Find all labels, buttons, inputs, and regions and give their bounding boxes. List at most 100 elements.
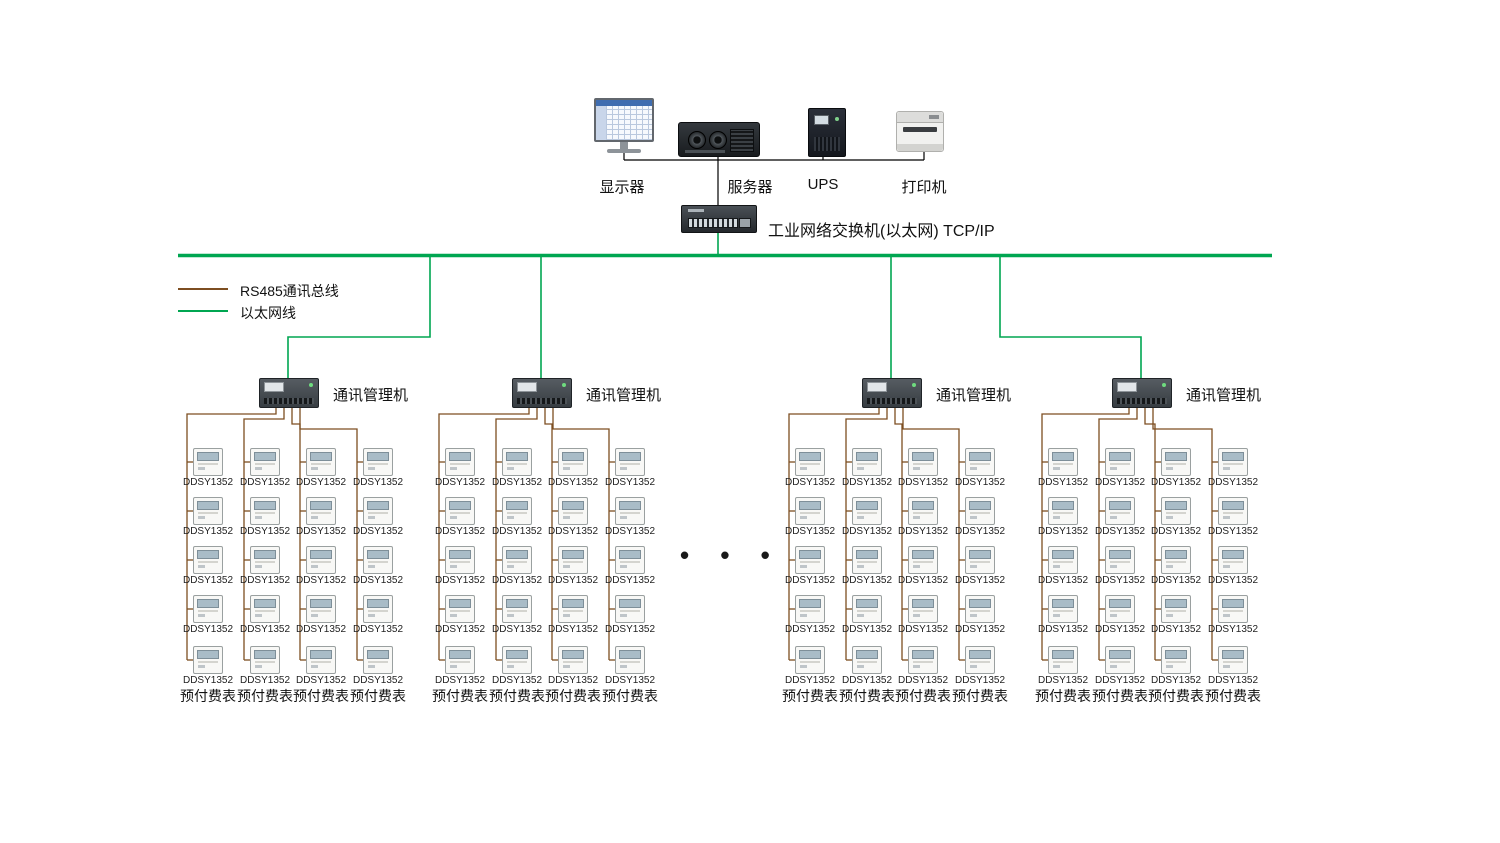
meter-lcd: [1109, 501, 1131, 510]
gateway-led: [1162, 383, 1166, 387]
meter-detail: [255, 512, 275, 514]
meter-model-label: DDSY1352: [295, 675, 347, 686]
meter-button: [563, 516, 570, 519]
meter-device: [908, 546, 938, 574]
meter-device: [852, 595, 882, 623]
meter-lcd: [254, 650, 276, 659]
meter-model-label: DDSY1352: [1150, 575, 1202, 586]
meter-model-label: DDSY1352: [897, 477, 949, 488]
meter-device: [795, 595, 825, 623]
meter-model-label: DDSY1352: [1207, 624, 1259, 635]
meter-button: [1223, 565, 1230, 568]
meter-detail: [563, 463, 583, 465]
meter-detail: [507, 463, 527, 465]
meter-detail: [1223, 610, 1243, 612]
meter-lcd: [506, 452, 528, 461]
meter-detail: [1110, 561, 1130, 563]
gateway-terminals: [867, 398, 917, 404]
gateway-terminals: [1117, 398, 1167, 404]
meter-lcd: [367, 452, 389, 461]
meter-model-label: DDSY1352: [182, 526, 234, 537]
meter-model-label: DDSY1352: [182, 477, 234, 488]
meter-device: [795, 448, 825, 476]
meter-button: [450, 565, 457, 568]
meter-button: [1223, 516, 1230, 519]
meter-lcd: [1165, 452, 1187, 461]
meter-device: [908, 448, 938, 476]
meter-detail: [507, 512, 527, 514]
meter-detail: [1223, 661, 1243, 663]
meter-device: [363, 497, 393, 525]
meter-detail: [450, 561, 470, 563]
meter-detail: [857, 661, 877, 663]
meter-device: [1218, 646, 1248, 674]
meter-device: [445, 646, 475, 674]
meter-model-label: DDSY1352: [784, 675, 836, 686]
meter-device: [965, 546, 995, 574]
meter-lcd: [856, 650, 878, 659]
meter-detail: [913, 610, 933, 612]
meter-lcd: [1052, 452, 1074, 461]
rs485-trunk: [243, 406, 285, 660]
meter-model-label: DDSY1352: [434, 675, 486, 686]
meter-detail: [198, 561, 218, 563]
meter-device: [502, 646, 532, 674]
meter-model-label: DDSY1352: [1094, 526, 1146, 537]
meter-button: [1053, 565, 1060, 568]
meter-model-label: DDSY1352: [784, 624, 836, 635]
meter-device: [615, 497, 645, 525]
meter-lcd: [856, 550, 878, 559]
meter-lcd: [197, 550, 219, 559]
meter-detail: [857, 561, 877, 563]
meter-device: [1048, 448, 1078, 476]
meter-device: [502, 546, 532, 574]
meter-detail: [1110, 463, 1130, 465]
meter-lcd: [310, 452, 332, 461]
gateway-device: [259, 378, 319, 408]
meter-button: [198, 565, 205, 568]
meter-model-label: DDSY1352: [182, 624, 234, 635]
meter-lcd: [197, 501, 219, 510]
meter-device: [1105, 646, 1135, 674]
meter-model-label: DDSY1352: [491, 675, 543, 686]
meter-detail: [913, 561, 933, 563]
meter-button: [450, 467, 457, 470]
meter-device: [1048, 646, 1078, 674]
meter-button: [507, 516, 514, 519]
meter-model-label: DDSY1352: [604, 526, 656, 537]
meter-button: [913, 614, 920, 617]
meter-button: [368, 516, 375, 519]
meter-model-label: DDSY1352: [1037, 526, 1089, 537]
meter-button: [913, 665, 920, 668]
meter-model-label: DDSY1352: [491, 575, 543, 586]
meter-device: [558, 497, 588, 525]
meter-type-label: 预付费表: [432, 688, 488, 704]
meter-model-label: DDSY1352: [1037, 624, 1089, 635]
meter-button: [450, 665, 457, 668]
meter-button: [563, 565, 570, 568]
server-label: 服务器: [727, 179, 773, 196]
meter-detail: [1166, 512, 1186, 514]
meter-model-label: DDSY1352: [841, 624, 893, 635]
meter-device: [615, 546, 645, 574]
meter-device: [250, 546, 280, 574]
ethernet-drop: [999, 255, 1142, 378]
meter-detail: [1110, 661, 1130, 663]
meter-device: [445, 448, 475, 476]
meter-detail: [255, 463, 275, 465]
meter-model-label: DDSY1352: [784, 575, 836, 586]
meter-lcd: [1165, 501, 1187, 510]
meter-detail: [1223, 561, 1243, 563]
meter-detail: [311, 463, 331, 465]
meter-detail: [1166, 561, 1186, 563]
meter-lcd: [1222, 501, 1244, 510]
meter-lcd: [310, 599, 332, 608]
meter-lcd: [506, 599, 528, 608]
monitor-stand-base: [607, 149, 641, 153]
meter-lcd: [506, 650, 528, 659]
meter-detail: [1110, 512, 1130, 514]
printer-base: [897, 144, 943, 151]
meter-detail: [800, 463, 820, 465]
